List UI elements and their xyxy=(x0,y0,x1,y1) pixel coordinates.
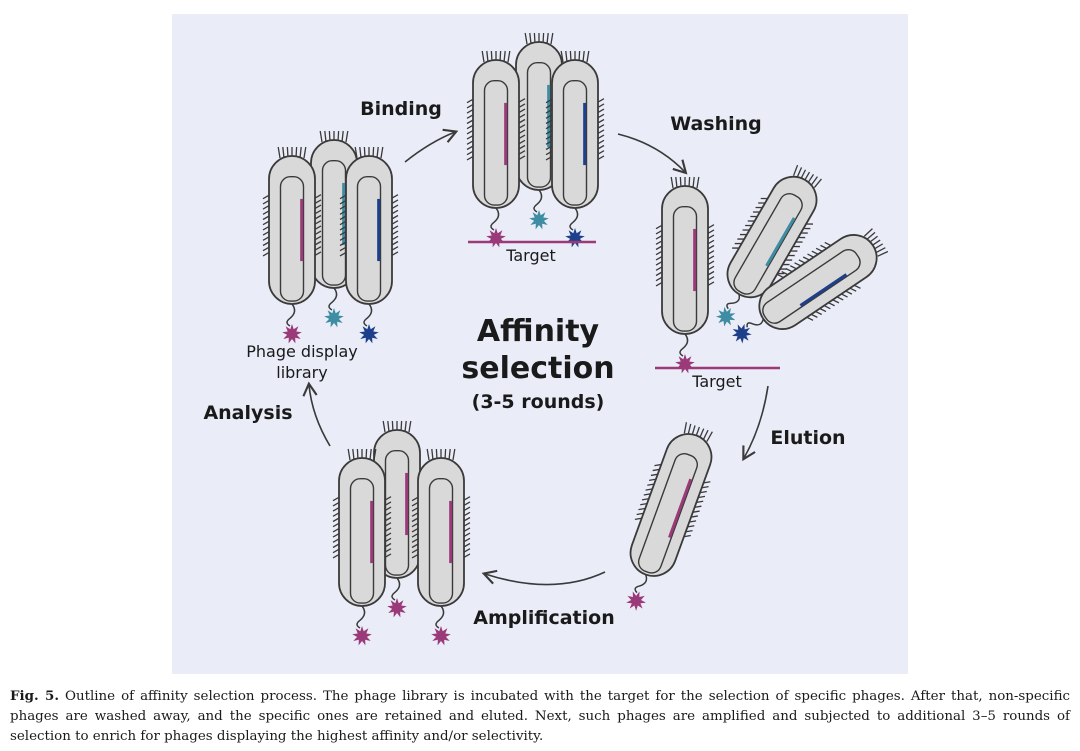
phage-library-left xyxy=(262,146,322,344)
phage-binding-right xyxy=(545,50,605,248)
center-title-line2: selection xyxy=(461,351,614,386)
library-label-line1: Phage display xyxy=(246,342,358,361)
target-label-washing: Target xyxy=(691,372,742,391)
phage-washing-unbound-1 xyxy=(715,164,822,327)
phage-amplified-right xyxy=(411,448,471,646)
figure-panel: Binding Washing Elution Amplification An… xyxy=(172,14,908,674)
library-label-line2: library xyxy=(276,363,327,382)
phage-group xyxy=(262,32,889,646)
arrow-amplification xyxy=(481,569,606,586)
center-rounds: (3-5 rounds) xyxy=(472,391,605,413)
arrow-analysis xyxy=(302,381,331,447)
center-title-line1: Affinity xyxy=(477,314,600,349)
step-label-binding: Binding xyxy=(360,98,442,120)
step-label-amplification: Amplification xyxy=(473,607,614,629)
phage-binding-left xyxy=(466,50,526,248)
phage-library-right xyxy=(339,146,399,344)
step-label-washing: Washing xyxy=(670,113,762,135)
phage-eluted xyxy=(626,422,713,611)
figure-caption: Fig. 5. Outline of affinity selection pr… xyxy=(10,686,1070,747)
arrow-binding xyxy=(404,128,459,163)
arrow-elution xyxy=(742,385,769,462)
cycle-arrows xyxy=(302,128,769,586)
target-label-binding: Target xyxy=(505,246,556,265)
step-label-elution: Elution xyxy=(770,427,845,449)
affinity-selection-diagram: Binding Washing Elution Amplification An… xyxy=(203,32,889,646)
phage-washing-bound xyxy=(655,176,715,374)
diagram-labels: Binding Washing Elution Amplification An… xyxy=(203,98,845,629)
caption-label: Fig. 5. xyxy=(10,688,59,704)
step-label-analysis: Analysis xyxy=(203,402,292,424)
phage-amplified-left xyxy=(332,448,392,646)
arrow-washing xyxy=(617,133,688,175)
phage-washing-unbound-2 xyxy=(732,228,889,344)
caption-text: Outline of affinity selection process. T… xyxy=(10,689,1070,744)
